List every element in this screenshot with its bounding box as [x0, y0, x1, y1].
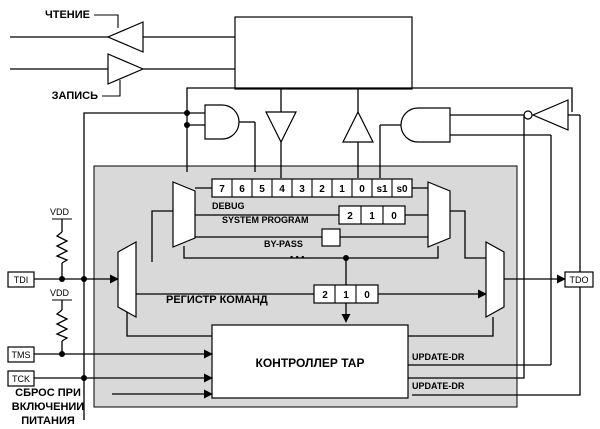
- instruction-cell: 0: [364, 290, 370, 301]
- debug-cell: 0: [359, 184, 365, 195]
- vdd-label-2: VDD: [50, 288, 70, 298]
- write-label: ЗАПИСЬ: [52, 90, 98, 102]
- debug-cell: s0: [396, 184, 408, 195]
- input-demux: [172, 181, 196, 248]
- instruction-cell: 1: [343, 290, 349, 301]
- debug-cell: 7: [219, 184, 225, 195]
- debug-cell: 6: [239, 184, 245, 195]
- read-label: ЧТЕНИЕ: [45, 9, 90, 21]
- tdi-mux: [117, 240, 137, 319]
- debug-cell: 5: [259, 184, 265, 195]
- tap-controller: [211, 324, 409, 399]
- instruction-register: 2 1 0: [313, 284, 379, 304]
- tms-pin-label: TMS: [12, 350, 31, 360]
- right-and-gate-icon: [400, 107, 451, 143]
- power-on-reset-label-2: ВКЛЮЧЕНИИ: [12, 401, 84, 413]
- system-program-cell: 2: [347, 211, 353, 222]
- up-buffer-icon: [342, 110, 374, 143]
- debug-cell: s1: [376, 184, 388, 195]
- debug-register: 7 6 5 4 3 2 1 0 s1 s0: [211, 178, 413, 198]
- update-dr-label-1: UPDATE-DR: [412, 352, 465, 362]
- system-program-cell: 0: [391, 211, 397, 222]
- tdi-pin-label: TDI: [14, 275, 29, 285]
- pullup-resistor-tms: VDD: [50, 288, 72, 354]
- pullup-resistor-tdi: VDD: [50, 207, 72, 279]
- power-on-reset-label-3: ПИТАНИЯ: [21, 415, 75, 427]
- system-program-register: 2 1 0: [338, 205, 406, 225]
- memory-block: [234, 16, 413, 90]
- tdo-mux: [485, 240, 505, 319]
- power-on-reset-label-1: СБРОС ПРИ: [15, 387, 81, 399]
- system-program-label: SYSTEM PROGRAM: [222, 215, 309, 225]
- down-buffer-icon: [265, 111, 297, 144]
- system-program-cell: 1: [369, 211, 375, 222]
- debug-cell: 4: [279, 184, 285, 195]
- instruction-cell: 2: [322, 290, 328, 301]
- output-mux: [427, 181, 451, 248]
- debug-cell: 3: [299, 184, 305, 195]
- instruction-register-label: РЕГИСТР КОМАНД: [166, 294, 268, 306]
- write-buffer-icon: [107, 53, 145, 85]
- inverter-icon: [531, 99, 569, 131]
- debug-cell: 2: [319, 184, 325, 195]
- debug-cell: 1: [339, 184, 345, 195]
- left-and-gate-icon: [204, 104, 240, 140]
- tck-pin-label: TCK: [12, 374, 30, 384]
- tap-controller-label: КОНТРОЛЛЕР ТАР: [256, 356, 365, 370]
- read-buffer-icon: [106, 21, 144, 53]
- more-registers-dots: • • •: [290, 252, 304, 262]
- bypass-register: [321, 228, 341, 247]
- vdd-label-1: VDD: [50, 207, 70, 217]
- bypass-label: BY-PASS: [264, 239, 303, 249]
- tdo-pin-label: TDO: [570, 275, 589, 285]
- update-dr-label-2: UPDATE-DR: [412, 381, 465, 391]
- debug-label: DEBUG: [212, 201, 245, 211]
